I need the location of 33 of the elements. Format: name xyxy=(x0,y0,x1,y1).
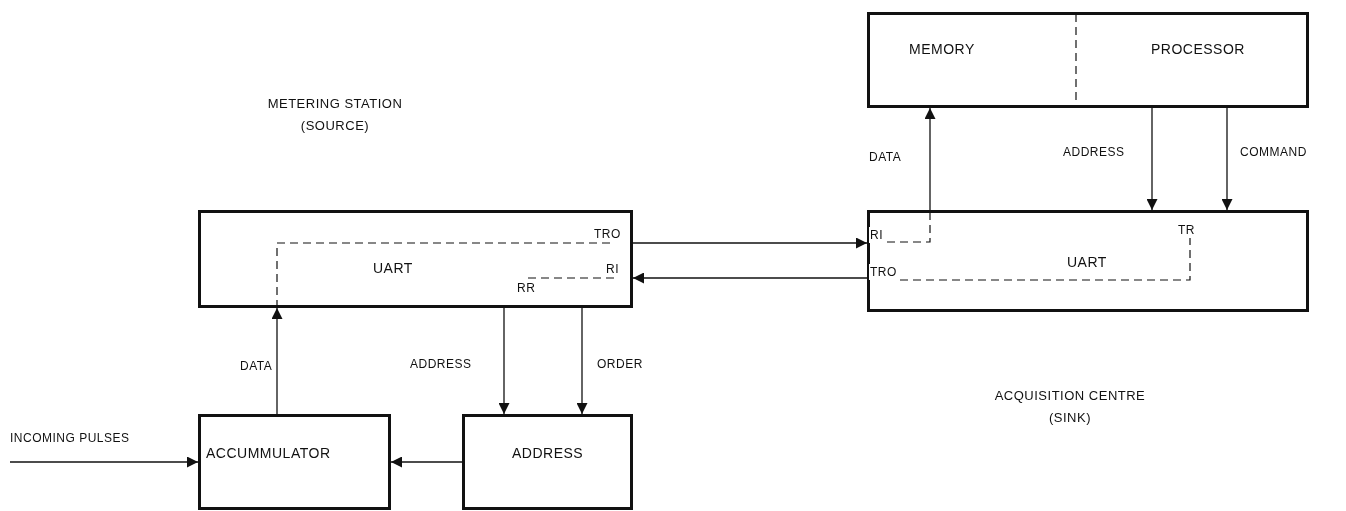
edge-label: DATA xyxy=(240,359,273,373)
block-label: ACCUMMULATOR xyxy=(206,445,331,461)
arrow xyxy=(632,237,868,249)
block-label: PROCESSOR xyxy=(1151,41,1245,57)
block-box xyxy=(462,414,633,510)
edge-label: ADDRESS xyxy=(410,357,472,371)
edge-label: ORDER xyxy=(597,357,643,371)
block-box xyxy=(867,12,1309,108)
section-caption: METERING STATION (SOURCE) xyxy=(266,95,404,135)
pin-label: TR xyxy=(1177,222,1196,238)
block-box xyxy=(198,414,391,510)
arrow xyxy=(1146,107,1158,211)
block-label: ADDRESS xyxy=(512,445,584,461)
arrow xyxy=(9,456,199,468)
block-label: UART xyxy=(373,260,413,276)
block-box xyxy=(867,210,1309,312)
arrow xyxy=(498,307,510,415)
block-box xyxy=(198,210,633,308)
arrow xyxy=(576,307,588,415)
edge-label: ADDRESS xyxy=(1063,145,1125,159)
arrow xyxy=(632,272,868,284)
pin-label: RI xyxy=(869,227,884,243)
edge-label: COMMAND xyxy=(1240,145,1307,159)
arrow xyxy=(271,307,283,415)
arrow xyxy=(390,456,463,468)
section-caption: ACQUISITION CENTRE (SINK) xyxy=(993,387,1147,427)
block-label: MEMORY xyxy=(909,41,975,57)
edge-label: DATA xyxy=(869,150,902,164)
edge-label: INCOMING PULSES xyxy=(10,431,130,445)
pin-label: TRO xyxy=(869,264,898,280)
arrow xyxy=(924,107,936,211)
block-label: UART xyxy=(1067,254,1107,270)
arrow xyxy=(1221,107,1233,211)
